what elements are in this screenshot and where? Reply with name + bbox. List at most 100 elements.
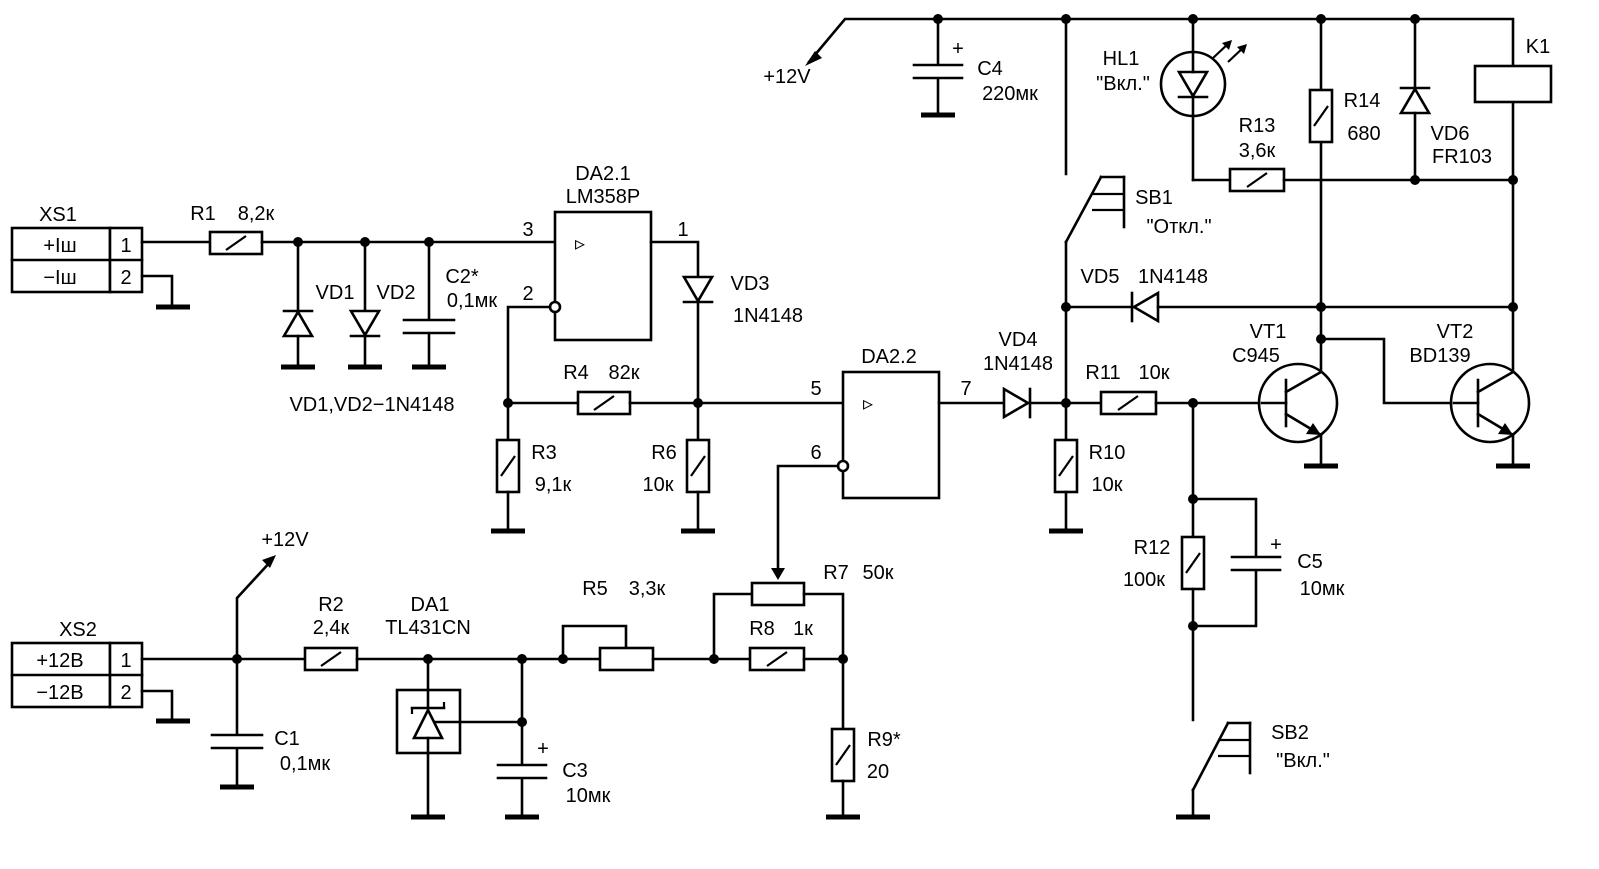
r11-name: R11 bbox=[1085, 362, 1120, 384]
sb2-label: "Вкл." bbox=[1276, 750, 1330, 772]
r1-value: 8,2к bbox=[238, 203, 275, 225]
transistor-vt1 bbox=[1257, 362, 1339, 444]
r10-value: 10к bbox=[1092, 474, 1123, 496]
diode-vd2 bbox=[348, 309, 382, 338]
da22-pin7: 7 bbox=[960, 378, 971, 400]
resistor-r6 bbox=[685, 438, 711, 494]
da1-part: TL431CN bbox=[385, 617, 471, 639]
r2-value: 2,4к bbox=[313, 617, 350, 639]
r6-name: R6 bbox=[651, 442, 677, 464]
resistor-r13 bbox=[1228, 167, 1286, 193]
xs2-pin1-label: +12B bbox=[36, 650, 83, 672]
r5-value: 3,3к bbox=[629, 578, 666, 600]
k1-name: K1 bbox=[1526, 36, 1550, 58]
capacitor-c1 bbox=[210, 733, 264, 750]
r8-value: 1к bbox=[793, 618, 813, 640]
vt1-name: VT1 bbox=[1250, 321, 1287, 343]
vd3-name: VD3 bbox=[731, 273, 770, 295]
sb1-label: "Откл." bbox=[1146, 216, 1211, 238]
diode-vd5 bbox=[1130, 290, 1160, 324]
vd4-name: VD4 bbox=[999, 329, 1038, 351]
da21-pin2: 2 bbox=[522, 283, 533, 305]
da21-symbol: ▹ bbox=[575, 233, 585, 255]
resistor-r1 bbox=[208, 230, 264, 256]
resistor-r8 bbox=[748, 646, 806, 672]
da21-name: DA2.1 bbox=[575, 163, 631, 185]
c4-plus: + bbox=[952, 38, 964, 60]
resistor-r14 bbox=[1308, 88, 1334, 144]
da21-pin1: 1 bbox=[677, 219, 688, 241]
vt1-part: C945 bbox=[1232, 345, 1280, 367]
vd6-name: VD6 bbox=[1431, 123, 1470, 145]
r7-wiper-arrow bbox=[771, 568, 785, 580]
xs2-pin1-num: 1 bbox=[120, 650, 131, 672]
vd3-part: 1N4148 bbox=[733, 305, 803, 327]
switch-sb1 bbox=[1064, 175, 1126, 244]
capacitor-c3 bbox=[496, 763, 548, 780]
r5-name: R5 bbox=[582, 578, 608, 600]
diode-vd6 bbox=[1398, 86, 1432, 115]
switch-sb2 bbox=[1191, 721, 1252, 792]
sb1-name: SB1 bbox=[1135, 187, 1173, 209]
sb2-name: SB2 bbox=[1271, 722, 1309, 744]
opamp-da22: ▹ bbox=[836, 370, 941, 500]
c5-name: C5 bbox=[1297, 551, 1323, 573]
da22-pin6: 6 bbox=[810, 442, 821, 464]
c1-name: C1 bbox=[274, 728, 300, 750]
xs1-pin2-num: 2 bbox=[120, 267, 131, 289]
da22-name: DA2.2 bbox=[861, 346, 917, 368]
xs2-pin2-label: −12B bbox=[36, 682, 83, 704]
supply-top-label: +12V bbox=[763, 66, 811, 88]
r7-value: 50к bbox=[863, 562, 894, 584]
opamp-da21: ▹ bbox=[548, 210, 653, 342]
c1-value: 0,1мк bbox=[280, 753, 331, 775]
da22-symbol: ▹ bbox=[863, 393, 873, 415]
connector-xs1: XS1 +Iш −Iш 1 2 bbox=[10, 204, 144, 294]
r14-name: R14 bbox=[1344, 90, 1381, 112]
r14-value: 680 bbox=[1347, 123, 1380, 145]
c3-name: C3 bbox=[562, 760, 588, 782]
supply-bottom-label: +12V bbox=[261, 529, 309, 551]
capacitor-c5 bbox=[1230, 555, 1282, 572]
xs1-pin1-label: +Iш bbox=[43, 235, 76, 257]
r13-name: R13 bbox=[1239, 115, 1276, 137]
r3-value: 9,1к bbox=[535, 474, 572, 496]
r2-name: R2 bbox=[318, 594, 344, 616]
capacitor-c2 bbox=[402, 318, 456, 335]
resistor-r3 bbox=[495, 438, 521, 494]
r10-name: R10 bbox=[1089, 442, 1126, 464]
vd2-name: VD2 bbox=[377, 282, 416, 304]
r12-name: R12 bbox=[1134, 537, 1171, 559]
xs2-pin2-num: 2 bbox=[120, 682, 131, 704]
supply-arrow bbox=[805, 51, 822, 66]
c3-plus: + bbox=[537, 738, 549, 760]
r9-name: R9* bbox=[867, 729, 901, 751]
vd4-part: 1N4148 bbox=[983, 353, 1053, 375]
r4-name: R4 bbox=[563, 362, 589, 384]
capacitor-c4 bbox=[912, 63, 964, 80]
vd1-vd2-note: VD1,VD2−1N4148 bbox=[289, 394, 454, 416]
c4-name: C4 bbox=[977, 58, 1003, 80]
c2-value: 0,1мк bbox=[447, 290, 498, 312]
connector-xs2: XS2 +12B −12B 1 2 bbox=[10, 619, 144, 709]
resistor-r7 bbox=[750, 581, 806, 607]
vd5-part: 1N4148 bbox=[1138, 266, 1208, 288]
vd1-name: VD1 bbox=[316, 282, 355, 304]
vt2-part: BD139 bbox=[1409, 345, 1470, 367]
reference-da1 bbox=[395, 688, 462, 755]
c5-value: 10мк bbox=[1300, 578, 1345, 600]
resistor-r9 bbox=[830, 727, 856, 783]
resistor-r4 bbox=[576, 390, 632, 416]
resistor-r12 bbox=[1180, 535, 1206, 591]
xs2-name: XS2 bbox=[59, 619, 97, 641]
resistor-r5 bbox=[598, 646, 655, 672]
vd6-part: FR103 bbox=[1432, 146, 1492, 168]
r3-name: R3 bbox=[531, 442, 557, 464]
r13-value: 3,6к bbox=[1239, 140, 1276, 162]
relay-k1 bbox=[1473, 64, 1553, 104]
r4-value: 82к bbox=[609, 362, 640, 384]
transistor-vt2 bbox=[1449, 362, 1531, 444]
r9-value: 20 bbox=[867, 761, 889, 783]
